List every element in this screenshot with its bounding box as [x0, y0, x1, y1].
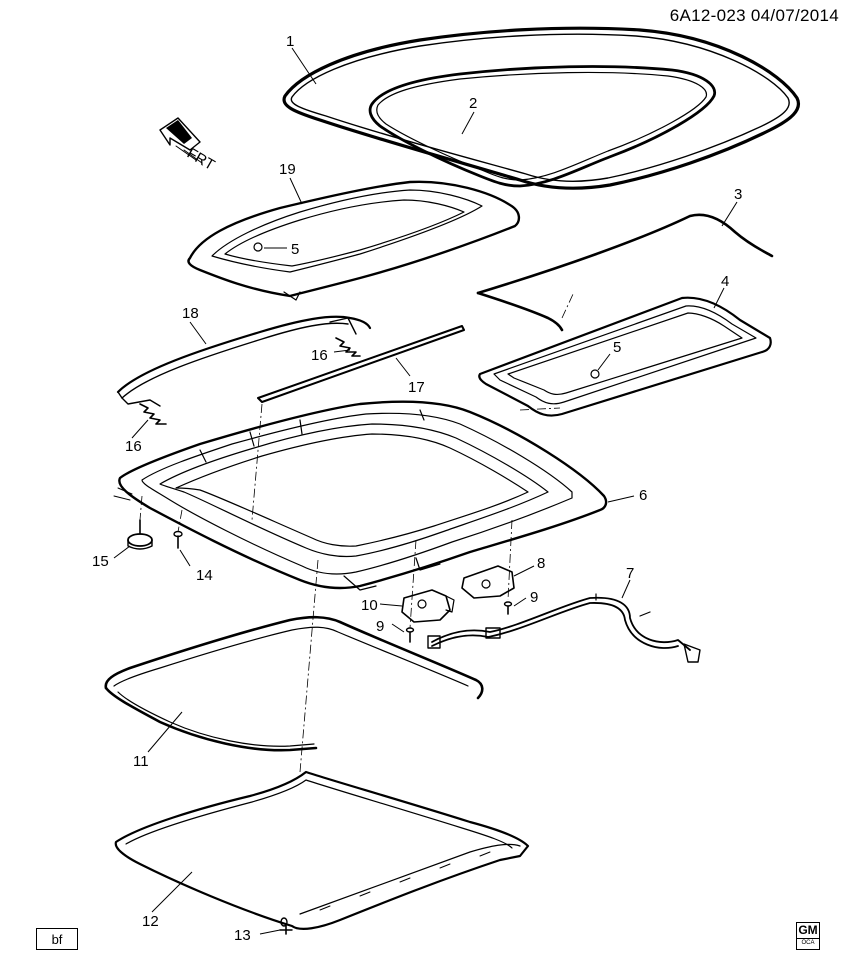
callout-9a: 9: [376, 618, 384, 635]
front-arrow-icon: FRT: [184, 145, 218, 174]
callout-5b: 5: [613, 339, 621, 356]
callout-18: 18: [182, 305, 199, 322]
footer-box-label: bf: [36, 928, 78, 950]
callout-13: 13: [234, 927, 251, 944]
part-2-inner-seal: [368, 65, 717, 188]
gm-logo: GM OCA: [796, 922, 820, 950]
diagram-code: 6A12-023: [669, 6, 746, 25]
part-19-glass-panel: [187, 180, 521, 301]
part-7-wiring-harness: [427, 593, 701, 663]
callout-15: 15: [92, 553, 109, 570]
part-1-outer-seal: [282, 26, 800, 190]
part-3-seal-strip: [476, 213, 774, 332]
callout-4: 4: [721, 273, 729, 290]
callout-12: 12: [142, 913, 159, 930]
callout-9b: 9: [530, 589, 538, 606]
alignment-lines: [139, 291, 575, 773]
callout-14: 14: [196, 567, 213, 584]
callout-16a: 16: [125, 438, 142, 455]
part-16-spring-left: [139, 403, 167, 425]
part-12-sunshade: [114, 770, 530, 930]
part-13-screw: [279, 917, 293, 935]
part-10-motor: [401, 589, 455, 623]
part-16-spring-right: [335, 337, 361, 357]
leader-lines: [113, 47, 738, 935]
front-direction-indicator: FRT: [159, 117, 218, 174]
part-11-lower-seal: [104, 615, 484, 752]
callout-17: 17: [408, 379, 425, 396]
gm-logo-sub: OCA: [797, 938, 819, 947]
callout-7: 7: [626, 565, 634, 582]
callout-1: 1: [286, 33, 294, 50]
part-17-deflector-strip: [257, 325, 465, 403]
part-14-screw: [173, 530, 183, 549]
part-4-panel-frame: [478, 296, 772, 417]
callout-19: 19: [279, 161, 296, 178]
callout-5a: 5: [291, 241, 299, 258]
callout-11: 11: [133, 753, 149, 770]
part-15-bolt: [127, 519, 153, 550]
part-8-motor: [461, 565, 515, 599]
callout-10: 10: [361, 597, 378, 614]
callout-3: 3: [734, 186, 742, 203]
diagram-date: 04/07/2014: [750, 6, 839, 25]
callout-2: 2: [469, 95, 477, 112]
part-6-sunroof-frame: [113, 400, 608, 591]
callout-labels: 1 2 3 4 5 5 6 7 8 9 9 10 11 12 13 14 15 …: [92, 33, 742, 944]
callout-16b: 16: [311, 347, 328, 364]
part-9-screw-left: [405, 627, 415, 643]
part-18-deflector-arm: [116, 315, 372, 407]
callout-6: 6: [639, 487, 647, 504]
gm-logo-text: GM: [798, 923, 818, 937]
part-9-screw-right: [503, 601, 513, 615]
callout-8: 8: [537, 555, 545, 572]
diagram-reference: 6A12-023 04/07/2014: [670, 6, 839, 26]
